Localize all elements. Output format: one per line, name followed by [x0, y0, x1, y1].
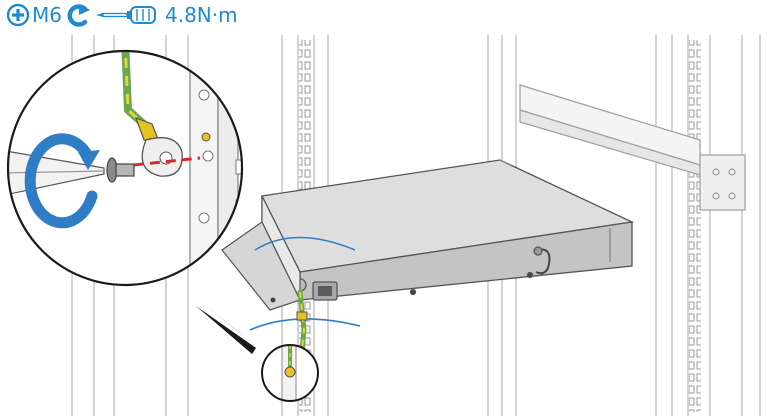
device-handle — [535, 248, 551, 275]
ground-point-circle — [261, 344, 319, 402]
rack-holes-right — [689, 40, 701, 412]
torque-label: 4.8N·m — [164, 3, 238, 27]
m6-screw — [106, 157, 135, 183]
spec-bar: M6 4.8N·m — [6, 3, 238, 27]
screw-size-label: M6 — [32, 3, 62, 27]
alignment-mark — [133, 156, 201, 167]
zoom-leader-2 — [196, 306, 256, 354]
rack-frame — [71, 35, 761, 416]
zoom-leader — [200, 300, 262, 352]
phillips-screw-head-icon — [6, 3, 30, 27]
ground-symbol-icon — [201, 132, 211, 142]
rotation-arrow-head — [78, 150, 100, 170]
slide-rail — [519, 84, 746, 211]
ground-lug-small — [296, 311, 308, 321]
rotation-arrow-icon — [24, 133, 98, 229]
network-device — [261, 159, 635, 301]
screwdriver-icon — [95, 6, 156, 24]
clockwise-tighten-icon — [67, 4, 90, 27]
zoom-detail-circle — [6, 49, 244, 287]
